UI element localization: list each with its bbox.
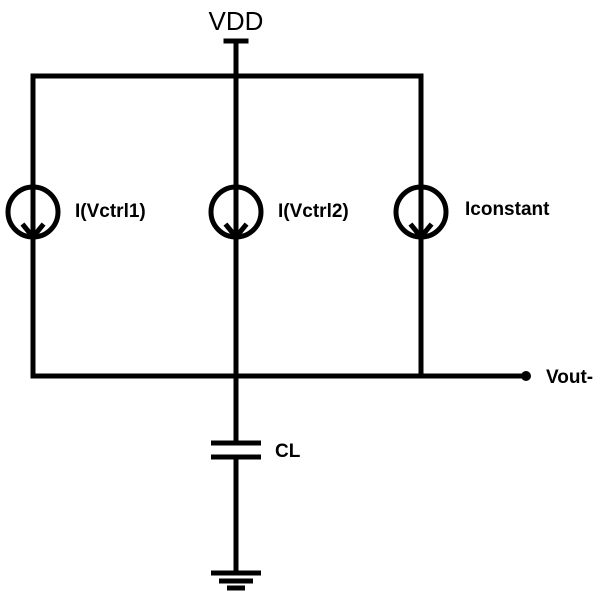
vdd-label: VDD bbox=[209, 6, 264, 36]
source-label-vctrl2: I(Vctrl2) bbox=[278, 201, 349, 222]
current-arrow-icon bbox=[20, 222, 46, 241]
output-label: Vout- bbox=[546, 367, 593, 388]
current-arrow-icon bbox=[408, 222, 434, 241]
source-label-vctrl1: I(Vctrl1) bbox=[75, 201, 146, 222]
source-label-constant: Iconstant bbox=[465, 199, 550, 220]
output-node-dot bbox=[521, 371, 531, 381]
capacitor-label: CL bbox=[275, 441, 301, 462]
current-arrow-icon bbox=[223, 222, 249, 241]
load-capacitor bbox=[211, 422, 261, 576]
current-source-vctrl2 bbox=[208, 73, 264, 428]
ground-icon bbox=[211, 570, 261, 591]
current-source-constant bbox=[393, 73, 449, 379]
current-source-vctrl1 bbox=[5, 73, 61, 379]
vdd-terminal bbox=[223, 38, 249, 79]
